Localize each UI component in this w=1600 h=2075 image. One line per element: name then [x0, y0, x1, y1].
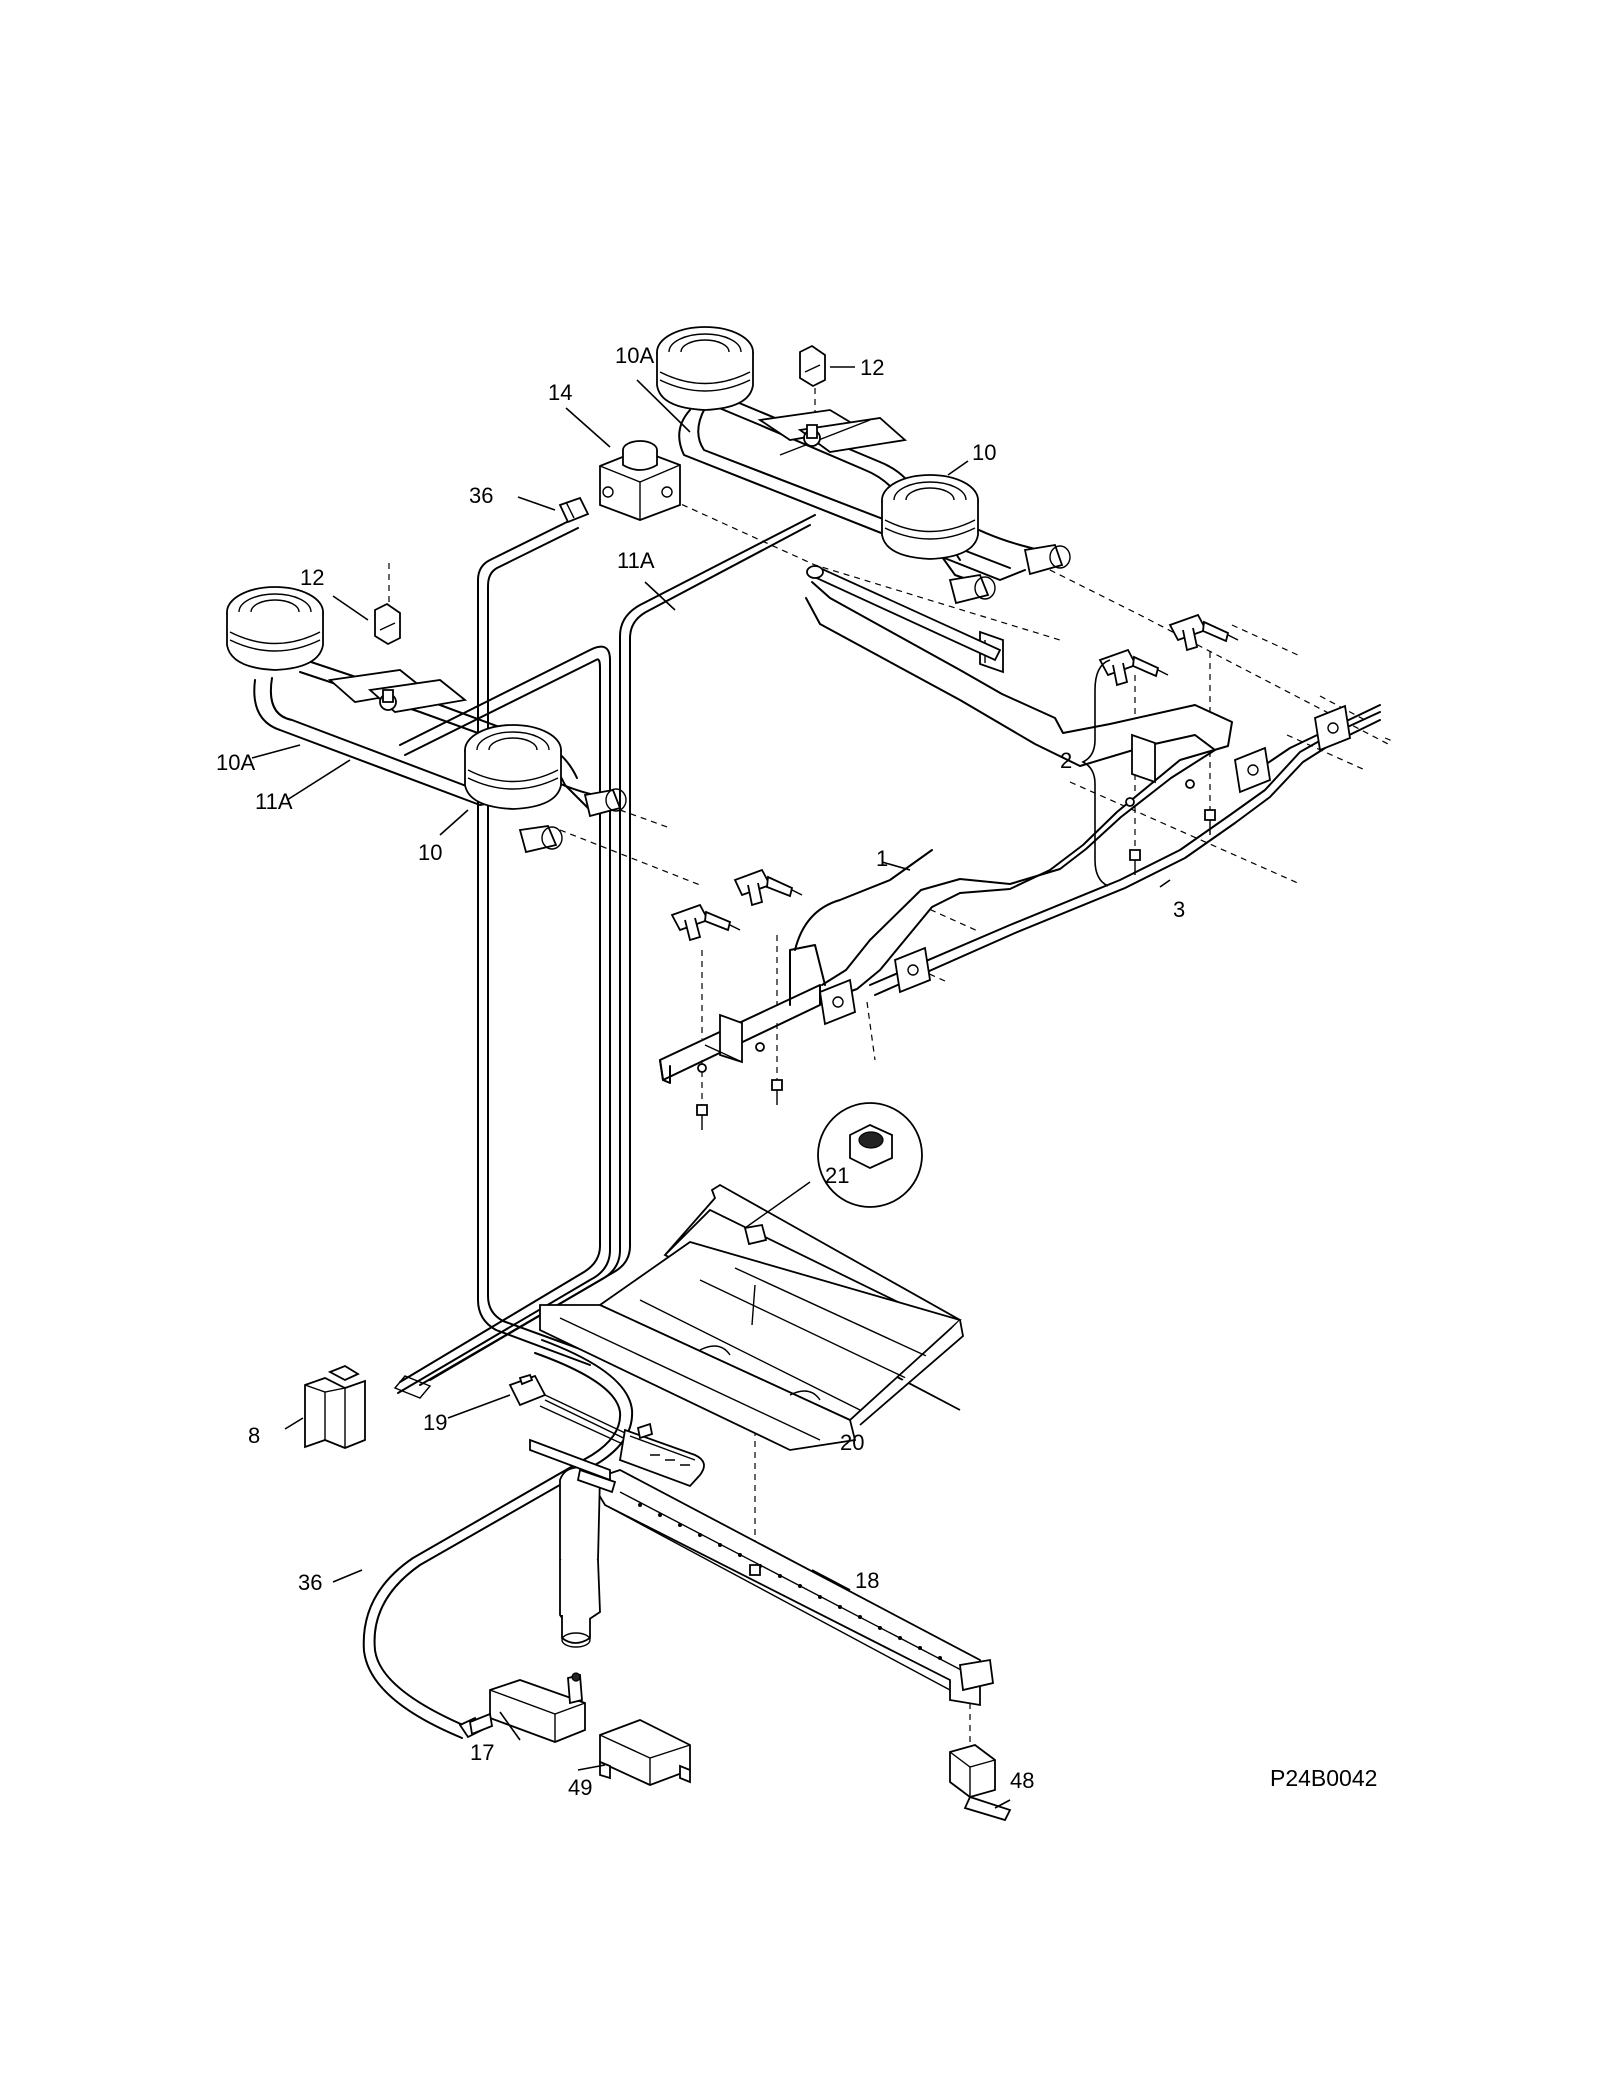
callout-17: 17: [470, 1740, 494, 1765]
gas-tubing: [362, 514, 816, 1739]
callout-3: 3: [1173, 897, 1185, 922]
nut-detail-inset: [744, 1102, 923, 1229]
callout-10a-top: 10A: [615, 343, 654, 368]
callout-2: 2: [1060, 748, 1072, 773]
callout-18: 18: [855, 1568, 879, 1593]
callout-36-bottom: 36: [298, 1570, 322, 1595]
assembly-dash-lines: [388, 388, 1396, 1750]
callout-49: 49: [568, 1775, 592, 1800]
callout-12-left: 12: [300, 565, 324, 590]
callout-48: 48: [1010, 1768, 1034, 1793]
oven-safety-valve: [458, 1672, 586, 1743]
right-burner-assembly: [558, 326, 1071, 662]
callout-12-top: 12: [860, 355, 884, 380]
valve-tees: [670, 613, 1239, 942]
oven-baffle: [539, 1183, 964, 1451]
callout-21: 21: [825, 1163, 849, 1188]
callout-36-top: 36: [469, 483, 493, 508]
callout-10a-left: 10A: [216, 750, 255, 775]
callout-10-left: 10: [418, 840, 442, 865]
screws: [696, 809, 1216, 1130]
callout-10-top: 10: [972, 440, 996, 465]
callout-11a-top: 11A: [617, 548, 655, 573]
valve-tee: [670, 903, 741, 942]
part-49-bracket: [599, 1719, 691, 1786]
manifold-pipe: [655, 581, 1235, 1084]
igniter-wires: [819, 704, 1381, 1026]
callout-8: 8: [248, 1423, 260, 1448]
valve-tee: [1098, 648, 1169, 687]
part-48-bracket: [949, 1744, 1012, 1822]
valve-tee: [1168, 613, 1239, 652]
callout-11a-left: 11A: [255, 789, 293, 814]
oven-burner: [529, 1438, 994, 1707]
valve-tee: [733, 868, 803, 907]
part-8-bracket: [304, 1364, 366, 1449]
callout-14: 14: [548, 380, 572, 405]
callout-1: 1: [876, 846, 888, 871]
leader-lines: [251, 366, 1171, 1809]
oven-igniter: [508, 1373, 705, 1488]
callout-19: 19: [423, 1410, 447, 1435]
callout-20: 20: [840, 1430, 864, 1455]
drawing-code: P24B0042: [1270, 1765, 1377, 1791]
left-burner-assembly: [226, 586, 627, 854]
brace-bracket: [1081, 659, 1111, 887]
callout-labels: 10A 14 36 11A 12 10 12 10A 11A 10 1 2 3 …: [216, 343, 1377, 1800]
